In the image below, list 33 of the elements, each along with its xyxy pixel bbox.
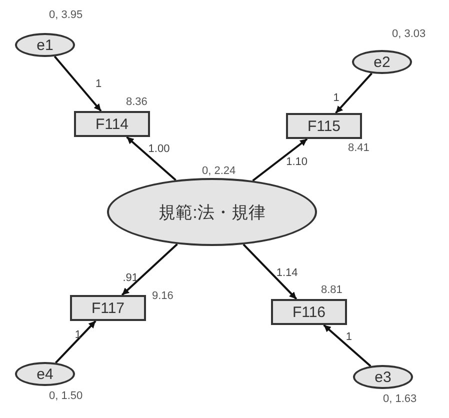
variance-label: 8.81: [321, 284, 342, 296]
variance-label: 0, 1.50: [49, 390, 83, 402]
arrow: [242, 244, 298, 300]
edge-label: 1.14: [276, 267, 298, 279]
variance-label: 0, 3.03: [392, 28, 426, 40]
edge-label: 1: [333, 92, 340, 104]
node-label: F114: [95, 116, 129, 132]
node-label: 規範:法・規律: [158, 202, 266, 224]
variance-label: 0, 1.63: [383, 393, 417, 405]
edge-label: 1.00: [148, 142, 170, 155]
node-label: F117: [91, 300, 125, 316]
node-label: F116: [292, 304, 326, 320]
arrow: [54, 320, 96, 364]
node-label: e4: [36, 366, 54, 382]
arrow: [54, 56, 102, 112]
edge-label: 1: [95, 78, 102, 90]
edge-label: 1.10: [286, 156, 308, 168]
edge-label: 1: [74, 329, 81, 342]
node-label: F115: [307, 118, 341, 134]
node-label: e3: [374, 368, 392, 386]
edge-label: .91: [122, 272, 138, 284]
arrow: [126, 136, 176, 181]
variance-label: 8.41: [348, 142, 370, 154]
variance-label: 9.16: [152, 290, 174, 302]
variance-label: 8.36: [126, 96, 148, 108]
variance-label: 0, 2.24: [202, 165, 236, 177]
node-label: e1: [36, 36, 54, 54]
edge-label: 1: [346, 330, 352, 343]
arrow: [335, 72, 373, 114]
variance-label: 0, 3.95: [49, 9, 83, 21]
node-label: e2: [374, 54, 390, 70]
arrow: [323, 324, 372, 367]
arrow: [121, 243, 178, 296]
